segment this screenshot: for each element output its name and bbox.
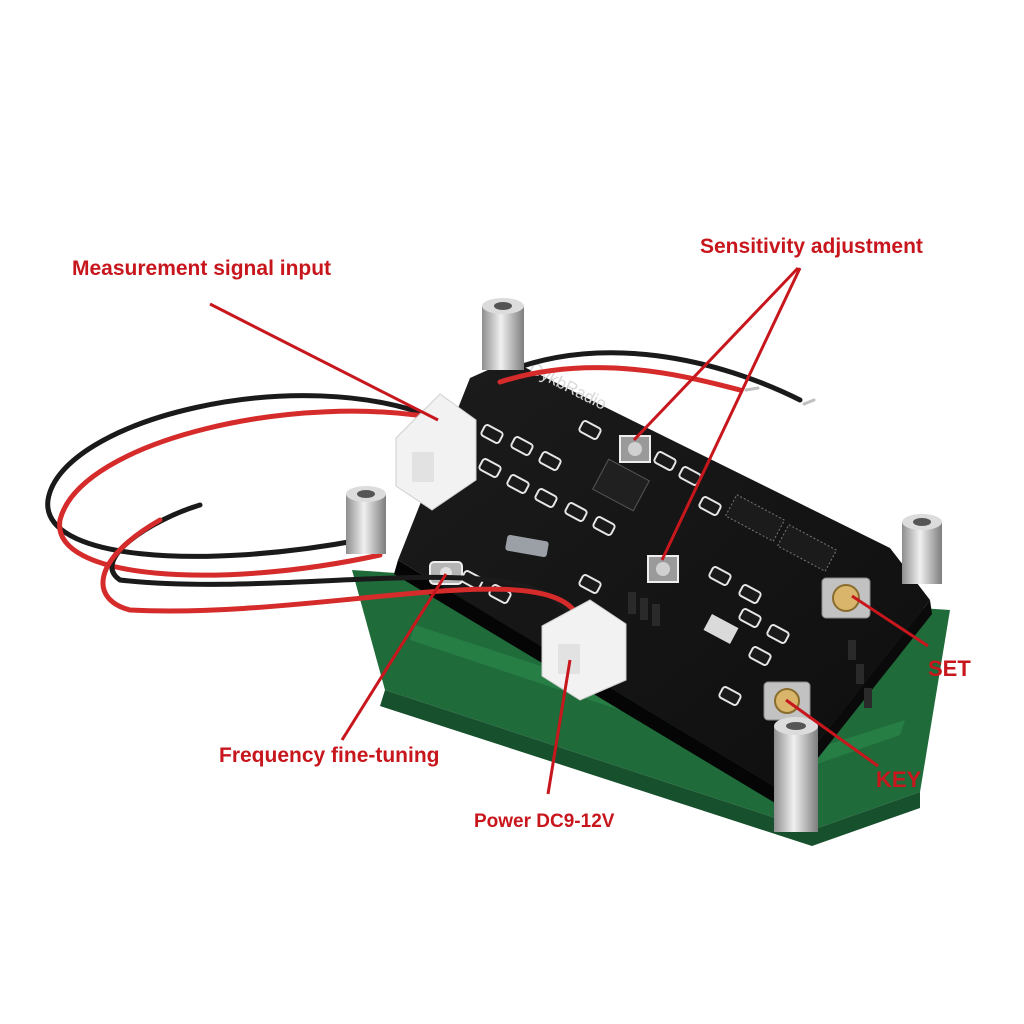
set-label: SET [928,656,971,681]
sensitivity-adjustment-label: Sensitivity adjustment [700,235,923,258]
callout-line-freq [340,573,448,741]
callout-line-power [546,659,572,795]
callout-line-key [785,698,879,768]
power-label: Power DC9-12V [474,811,615,832]
smd-pads [460,420,790,706]
header-pins [628,592,872,708]
power-connector [541,599,627,701]
signal-input-connector [395,393,477,511]
callout-line-sens-top [632,266,800,442]
frequency-fine-tuning-label: Frequency fine-tuning [219,744,440,767]
frequency-trimmer [429,561,463,585]
measurement-signal-input-label: Measurement signal input [72,257,332,280]
ic-chips [505,458,838,644]
wires [45,350,816,625]
callout-line-measure [209,302,439,422]
callout-line-set [851,594,929,648]
set-button [821,577,871,619]
key-label: KEY [876,767,922,792]
standoffs [346,298,942,832]
callout-lines [209,266,929,795]
callout-line-sens-bottom [660,267,802,561]
